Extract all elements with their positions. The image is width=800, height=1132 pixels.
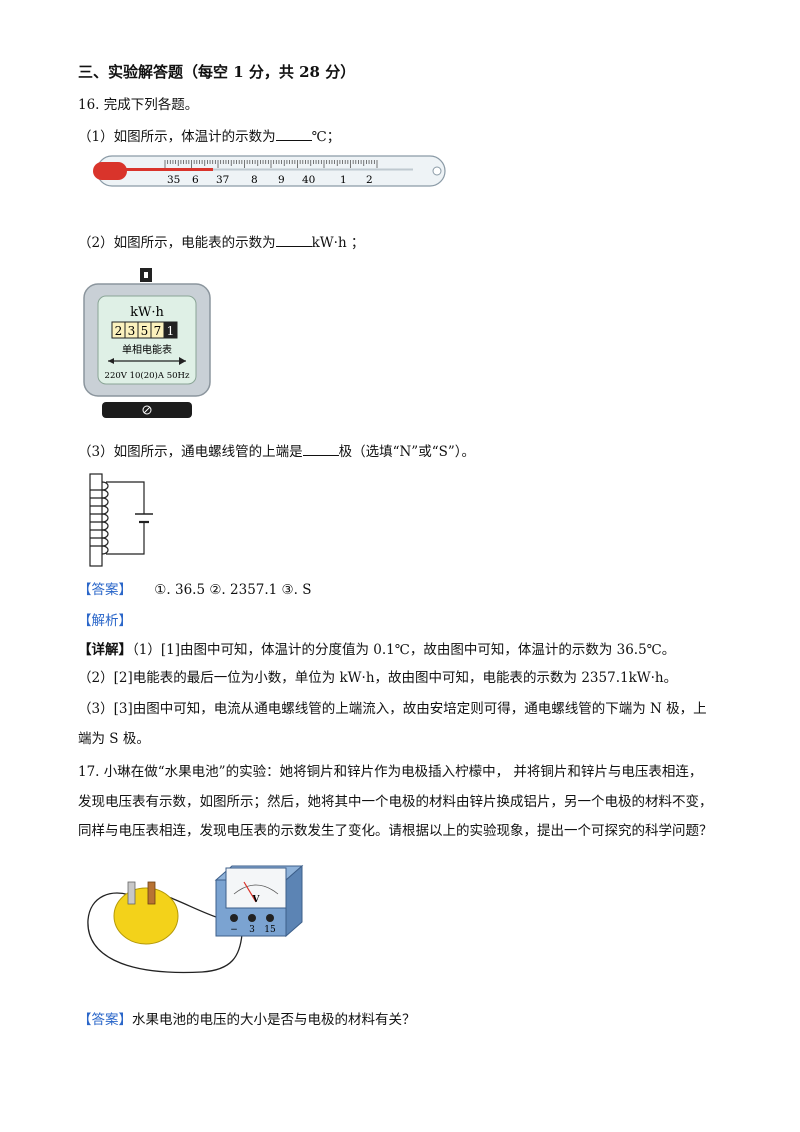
thermometer-scale xyxy=(164,160,378,168)
meter-unit: kW·h xyxy=(130,305,164,320)
tick-label: 40 xyxy=(302,174,315,186)
q16-part1: （1）如图所示，体温计的示数为 ℃； xyxy=(78,126,340,147)
tick-label: 8 xyxy=(251,174,258,186)
tick-label: 35 xyxy=(167,174,180,186)
q16-part3: （3）如图所示，通电螺线管的上端是 极（选填“N”或“S”）。 xyxy=(78,441,475,462)
q16-part2: （2）如图所示，电能表的示数为 kW·h ； xyxy=(78,232,364,253)
meter-disc-arrow-icon xyxy=(108,357,186,365)
q16-part2-suffix: kW·h ； xyxy=(311,235,365,251)
answer-blank xyxy=(275,232,312,247)
q16-part3-suffix: 极（选填“N”或“S”）。 xyxy=(338,444,476,460)
detail-2: （2）[2]电能表的最后一位为小数，单位为 kW·h，故由图中可知，电能表的示数… xyxy=(78,670,678,686)
wire xyxy=(106,481,145,514)
q16-part3-prefix: （3）如图所示，通电螺线管的上端是 xyxy=(78,444,303,460)
meter-name: 单相电能表 xyxy=(122,343,172,356)
q16-answer: 【答案】 ①. 36.5 ②. 2357.1 ③. S xyxy=(78,580,311,600)
answer-text: 水果电池的电压的大小是否与电极的材料有关？ xyxy=(132,1012,416,1028)
meter-digit: 7 xyxy=(154,324,162,338)
thermometer-capillary xyxy=(213,168,413,171)
meter-digit: 3 xyxy=(128,324,136,338)
wire xyxy=(87,892,243,974)
meter-screen xyxy=(97,295,197,385)
thermometer-figure: 35 6 37 8 9 40 1 2 xyxy=(93,155,446,187)
meter-digit: 5 xyxy=(141,324,149,338)
q17-answer: 【答案】水果电池的电压的大小是否与电极的材料有关？ xyxy=(78,1010,416,1030)
answer-tag: 【答案】 xyxy=(78,1012,132,1028)
solenoid-coil xyxy=(90,481,109,555)
analysis-tag: 【解析】 xyxy=(78,613,132,629)
solenoid-figure xyxy=(89,473,153,567)
meter-screw-icon xyxy=(142,405,152,415)
tick-label: 1 xyxy=(340,174,347,186)
meter-digits: 2 3 5 7 1 xyxy=(111,321,178,339)
lemon xyxy=(113,887,179,945)
q16-part1-prefix: （1）如图所示，体温计的示数为 xyxy=(78,129,276,145)
answer-tag: 【答案】 xyxy=(78,582,132,598)
tick-label: 37 xyxy=(216,174,229,186)
q16-part2-prefix: （2）如图所示，电能表的示数为 xyxy=(78,235,276,251)
detail-text: （1）[1]由图中可知，体温计的分度值为 0.1℃，故由图中可知，体温计的示数为… xyxy=(132,642,676,658)
thermometer-labels: 35 6 37 8 9 40 1 2 xyxy=(167,174,373,186)
terminal-15 xyxy=(266,914,274,922)
q17-line1: 17. 小琳在做“水果电池”的实验：她将铜片和锌片作为电极插入柠檬中， 并将铜片… xyxy=(78,764,703,780)
terminal-negative xyxy=(230,914,238,922)
meter-spec: 220V 10(20)A 50Hz xyxy=(105,370,190,381)
thermometer-bulb xyxy=(93,162,127,180)
voltmeter-needle xyxy=(243,881,257,903)
q17-line3: 同样与电压表相连，发现电压表的示数发生了变化。请根据以上的实验现象，提出一个可探… xyxy=(78,823,713,839)
terminal-label: 3 xyxy=(249,925,255,935)
thermometer-mercury xyxy=(123,168,213,171)
wire xyxy=(106,522,145,555)
answer-text: ①. 36.5 ②. 2357.1 ③. S xyxy=(154,582,312,598)
q17-line2: 发现电压表有示数，如图所示；然后，她将其中一个电极的材料由锌片换成铝片，另一个电… xyxy=(78,794,713,810)
detail-3a: （3）[3]由图中可知，电流从通电螺线管的上端流入，故由安培定则可得，通电螺线管… xyxy=(78,701,707,717)
energy-meter-figure: kW·h 2 3 5 7 1 单相电能表 220V 10(20)A 50Hz xyxy=(83,268,211,418)
fruit-battery-figure: V − 3 15 xyxy=(87,864,304,974)
terminal-label: − xyxy=(230,925,238,935)
tick-label: 6 xyxy=(192,174,199,186)
q16-part1-suffix: ℃； xyxy=(311,129,341,145)
detail-1: 【详解】（1）[1]由图中可知，体温计的分度值为 0.1℃，故由图中可知，体温计… xyxy=(78,640,675,660)
detail-3b: 端为 S 极。 xyxy=(78,731,150,747)
solenoid-core xyxy=(89,473,103,567)
voltmeter-unit: V xyxy=(252,895,261,905)
tick-label: 2 xyxy=(366,174,373,186)
terminal-3 xyxy=(248,914,256,922)
meter-decimal-digit: 1 xyxy=(167,324,175,338)
q16-stem: 16. 完成下列各题。 xyxy=(78,97,199,113)
tick-label: 9 xyxy=(278,174,285,186)
thermometer-hole xyxy=(432,166,442,176)
section-title: 三、实验解答题（每空 1 分，共 28 分） xyxy=(78,63,356,81)
detail-tag: 【详解】 xyxy=(78,642,132,658)
answer-blank xyxy=(275,126,312,141)
meter-digit: 2 xyxy=(115,324,123,338)
terminal-label: 15 xyxy=(264,925,276,935)
answer-blank xyxy=(302,441,339,456)
zinc-electrode xyxy=(127,881,136,905)
copper-electrode xyxy=(147,881,156,905)
